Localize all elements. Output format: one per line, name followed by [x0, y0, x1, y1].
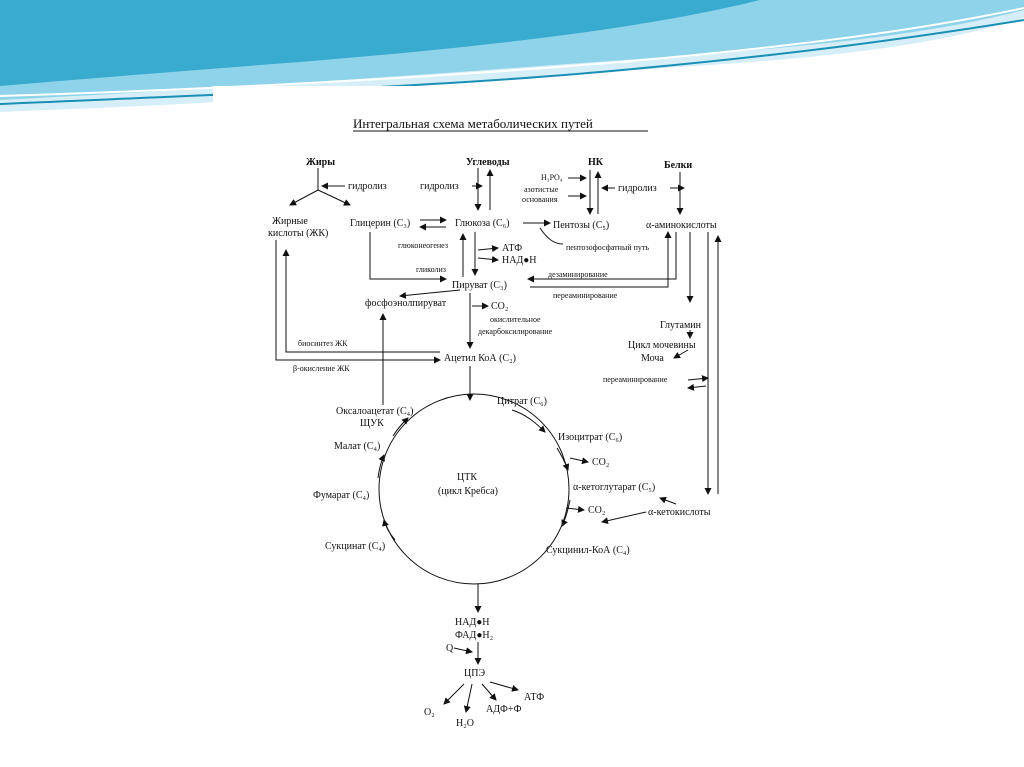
cycle-arrow-fumarate: [377, 454, 385, 479]
cycle-arrow-isocitrate: [556, 447, 570, 471]
gluconeogenesis-label: глюконеогенез: [398, 241, 448, 250]
fa-synthesis-arrow: [282, 249, 440, 353]
acetyl-coa-node: Ацетил КоА (С₂): [444, 353, 516, 364]
urea-cycle-node: Цикл мочевины: [628, 340, 696, 351]
source-nucleic-acids: НК: [588, 157, 604, 168]
transamination-label: переаминирование: [553, 291, 618, 300]
cycle-arrow-ketoglutarate: [561, 499, 571, 527]
oxdecarb-label-line2: декарбоксилирование: [478, 327, 553, 336]
tca-label-line2: (цикл Кребса): [438, 486, 498, 497]
diagram-title: Интегральная схема метаболических путей: [353, 116, 593, 131]
fadh2-label: ФАД●Н₂: [455, 630, 493, 641]
co2-b-arrow: [565, 505, 585, 513]
etc-h2o-arrow: [463, 683, 473, 713]
fatty-acids-label-line1: Жирные: [272, 216, 308, 227]
source-proteins: Белки: [664, 160, 692, 171]
pep-node: фосфоэнолпируват: [365, 298, 447, 309]
glutamine-node: Глутамин: [660, 320, 702, 331]
pyruvate-node: Пируват (С₃): [452, 280, 507, 291]
co2-a-label: CO₂: [592, 457, 609, 468]
nadh-label: НАД●Н: [502, 255, 537, 266]
glycerol-to-pyruvate-arrow: [369, 232, 447, 283]
ketoacids-arrow: [601, 511, 647, 525]
arrow-to-fatty-acids: [289, 189, 319, 206]
oxaloacetate-node: Оксалоацетат (С₄): [336, 406, 414, 417]
scanned-page: [213, 86, 749, 752]
nadh-2-label: НАД●Н: [455, 617, 490, 628]
fatty-acids-label-line2: кислоты (ЖК): [268, 228, 328, 239]
beta-oxidation-arrow: [275, 240, 441, 364]
ketoglutarate-node: α-кетоглутарат (С₅): [573, 482, 655, 493]
shuk-label: ЩУК: [360, 418, 384, 429]
tca-cycle-circle: [378, 393, 570, 585]
pentose-path-curve: [539, 227, 564, 245]
source-carbs: Углеводы: [466, 157, 510, 168]
adp-label: АДФ+Ф: [486, 704, 522, 715]
atf-arrow: [477, 245, 499, 253]
nucleic-hydrolysis-label: гидролиз: [618, 183, 657, 194]
ketoacids-node: α-кетокислоты: [648, 507, 711, 518]
citrate-node: Цитрат (С₆): [497, 396, 547, 407]
transamination-arrow-2: [687, 383, 707, 391]
atf-2-label: АТФ: [524, 692, 544, 703]
nadh-arrow: [477, 255, 499, 263]
transamination-arrow-1: [687, 375, 709, 383]
h3po4-label: H₃PO₄: [541, 173, 563, 182]
cycle-arrow-citrate: [511, 409, 546, 433]
fumarate-node: Фумарат (С₄): [313, 490, 369, 501]
malate-node: Малат (С₄): [334, 441, 380, 452]
etc-o2-arrow: [443, 683, 465, 705]
pentoses-node: Пентозы (С₅): [553, 220, 609, 231]
bases-label-line1: азотистые: [524, 185, 559, 194]
bases-label-line2: основания: [522, 195, 558, 204]
isocitrate-node: Изоцитрат (С₆): [558, 432, 622, 443]
urea-to-urine-arrow: [673, 349, 689, 359]
carbs-hydrolysis-label: гидролиз: [420, 181, 459, 192]
cycle-arrow-malate: [392, 417, 409, 437]
aminoacids-to-pyruvate-arrow: [527, 232, 677, 283]
tca-label-line1: ЦТК: [457, 472, 477, 483]
fa-synthesis-label: биосинтез ЖК: [298, 339, 348, 348]
etc-atf-arrow: [489, 681, 519, 692]
oxdecarb-label-line1: окислительное: [490, 315, 541, 324]
pentose-path-label: пентозофосфатный путь: [566, 243, 649, 252]
glycerol-node: Глицерин (С₃): [350, 218, 410, 229]
urine-node: Моча: [641, 353, 664, 364]
cycle-arrow-succinate: [382, 519, 396, 541]
glycolysis-label: гликолиз: [416, 265, 446, 274]
beta-oxidation-label: β-окисление ЖК: [293, 364, 350, 373]
h2o-label: H₂O: [456, 718, 474, 729]
succinyl-coa-node: Сукцинил-КоА (С₄): [546, 545, 630, 556]
q-arrow: [453, 647, 473, 655]
etc-adp-arrow: [481, 683, 497, 701]
o2-label: O₂: [424, 707, 435, 718]
q-label: Q: [446, 643, 454, 654]
ketoacids-to-ketoglutarate-arrow: [659, 496, 677, 505]
fats-hydrolysis-label: гидролиз: [348, 181, 387, 192]
glucose-node: Глюкоза (С₆): [455, 218, 510, 229]
deamination-label: дезаминирование: [548, 270, 608, 279]
co2-a-arrow: [569, 457, 589, 465]
arrow-to-glycerol: [317, 189, 351, 206]
etc-node: ЦПЭ: [464, 668, 485, 679]
co2-b-label: CO₂: [588, 505, 605, 516]
succinate-node: Сукцинат (С₄): [325, 541, 385, 552]
source-fats: Жиры: [306, 157, 335, 168]
amino-acids-node: α-аминокислоты: [646, 220, 717, 231]
co2-label: CO₂: [491, 301, 508, 312]
slide-header-wave: [0, 0, 1024, 112]
atf-label: АТФ: [502, 243, 522, 254]
pyruvate-to-pep-arrow: [399, 289, 461, 299]
pyruvate-to-aminoacids-arrow: [530, 231, 672, 288]
transamination-label-2: переаминирование: [603, 375, 668, 384]
